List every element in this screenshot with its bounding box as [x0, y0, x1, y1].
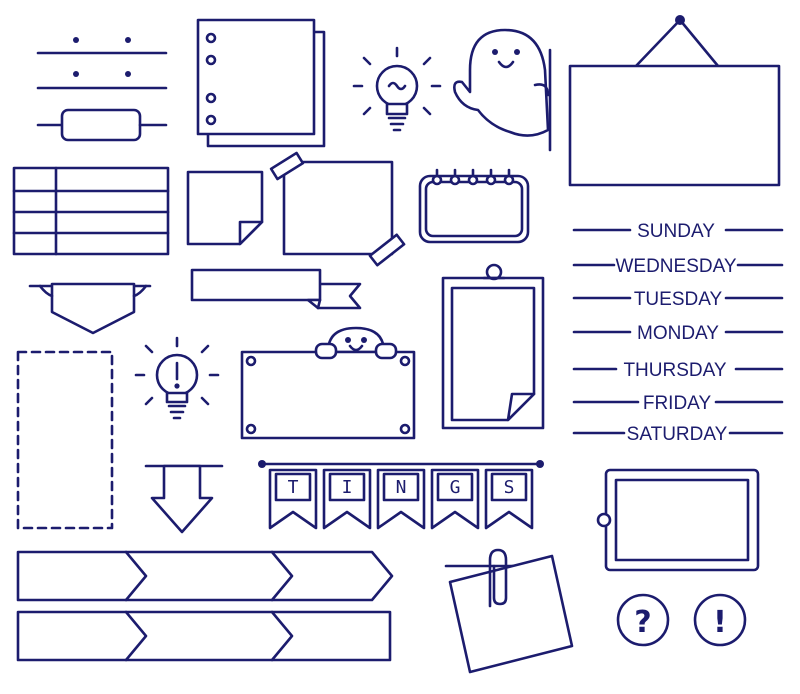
- weekday-label: SUNDAY: [637, 221, 715, 242]
- lightbulb-exclamation-icon: [134, 336, 220, 420]
- chevron-bar-top: [16, 550, 394, 602]
- question-mark: ?: [634, 605, 651, 640]
- weekday-label: WEDNESDAY: [615, 256, 736, 277]
- ribbon-banner: [190, 268, 362, 310]
- hanging-sign: [568, 15, 781, 187]
- calendar-icon: [418, 168, 530, 244]
- peeking-face-board: [240, 326, 416, 440]
- lightbulb-icon: [352, 46, 442, 132]
- tablet-frame: [596, 468, 760, 572]
- question-circle-icon: ?: [616, 593, 670, 647]
- weekday-label: TUESDAY: [634, 289, 723, 310]
- sticky-note-folded: [186, 170, 264, 246]
- weekday-label: SATURDAY: [627, 424, 728, 445]
- table-grid: [12, 166, 170, 256]
- chevron-bar-bottom: [16, 610, 392, 662]
- paperclip-icon: [488, 548, 508, 608]
- banner-letter: N: [396, 477, 407, 498]
- banner-letter: S: [504, 477, 515, 498]
- weekday-list: SUNDAY WEDNESDAY TUESDAY MONDAY THURSDAY…: [572, 221, 784, 445]
- weekday-label: MONDAY: [637, 323, 719, 344]
- weekday-label: FRIDAY: [643, 393, 712, 414]
- flag-banner: T I N G S: [258, 460, 544, 530]
- exclamation-mark: !: [713, 605, 727, 640]
- taped-frame: [269, 151, 406, 267]
- clipboard: [441, 263, 545, 430]
- divider-lines-group: [36, 37, 168, 142]
- clipped-note: [444, 548, 574, 674]
- weekday-label: THURSDAY: [623, 360, 726, 381]
- dashed-frame: [16, 350, 114, 530]
- hanging-pennant: [28, 282, 152, 335]
- ring-notebook-page: [196, 18, 326, 148]
- exclamation-circle-icon: !: [693, 593, 747, 647]
- banner-letter: T: [288, 477, 299, 498]
- arrow-down-icon: [144, 464, 224, 534]
- banner-letter: I: [342, 477, 353, 498]
- ghost-icon: [453, 28, 552, 152]
- banner-letter: G: [450, 477, 461, 498]
